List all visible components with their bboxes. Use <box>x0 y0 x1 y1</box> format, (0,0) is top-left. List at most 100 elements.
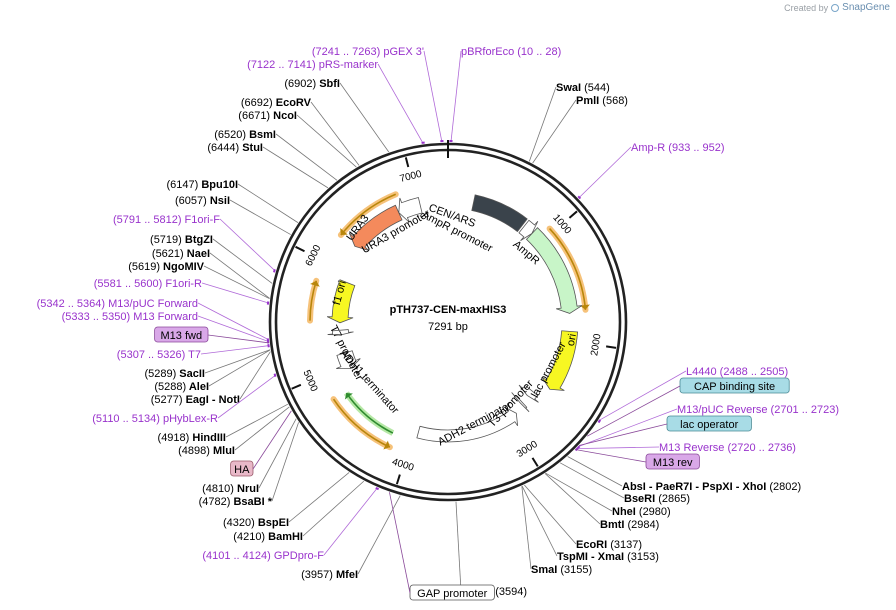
site-label-right: L4440 (2488 .. 2505) <box>686 366 788 378</box>
tick-mark <box>531 457 539 467</box>
tick-mark <box>605 345 617 349</box>
feature-box-right-leader <box>586 385 681 437</box>
site-label-left-part: BtgZI <box>182 234 213 246</box>
site-label-left: (5288) AleI <box>154 381 209 393</box>
site-label-left: (5719) BtgZI <box>150 234 213 246</box>
site-label-left-part: F1ori-F <box>182 214 221 226</box>
site-label-right-leader <box>578 146 632 199</box>
site-label-left: (6147) Bpu10I <box>166 179 238 191</box>
feature-ampr-promoter <box>518 219 539 241</box>
feature-t3-promoter <box>511 392 530 413</box>
site-label-left: (4320) BspEI <box>223 517 289 529</box>
site-label-left-part: BsaBI * <box>230 496 272 508</box>
site-label-left-part: pHybLex-R <box>160 413 218 425</box>
site-label-left-part: (5288) <box>154 381 186 393</box>
site-label-left-part: (5333 .. 5350) <box>62 311 131 323</box>
site-label-left-part: (5110 .. 5134) <box>92 413 160 425</box>
site-label-left: (4898) MluI <box>178 445 235 457</box>
site-label-left-part: (4918) <box>158 432 190 444</box>
orf-arrowhead <box>383 440 390 450</box>
site-label-left-leader <box>258 418 297 489</box>
site-label-left-part: (4810) <box>202 483 234 495</box>
site-label-left-part: pRS-marker <box>316 59 379 71</box>
site-label-right-leader <box>577 408 678 448</box>
site-label-top-part: (10 .. 28) <box>514 46 561 58</box>
primer-mark <box>577 195 582 200</box>
site-label-right-part: (544) <box>581 82 610 94</box>
site-label-right-part: (2720 .. 2736) <box>724 442 796 454</box>
feature-box-left-box <box>154 326 209 343</box>
site-label-left: (5621) NaeI <box>152 248 210 260</box>
site-label-left: (5581 .. 5600) F1ori-R <box>94 278 202 290</box>
site-label-left-leader <box>219 218 276 272</box>
site-label-right-leader <box>524 484 577 545</box>
site-label-right-part: SmaI <box>531 564 557 576</box>
plasmid-name: pTH737-CEN-maxHIS3 <box>390 304 507 316</box>
site-label-left-part: NaeI <box>184 248 210 260</box>
site-label-left-part: (5791 .. 5812) <box>113 214 182 226</box>
feature-ori <box>541 330 579 391</box>
translation-arc <box>345 392 394 434</box>
site-label-left-part: EagI <box>183 394 209 406</box>
site-label-left-part: (4320) <box>223 517 255 529</box>
site-label-right-part: XmaI <box>595 551 624 563</box>
site-label-right-leader <box>598 370 687 422</box>
site-label-left-part: (3957) <box>301 569 333 581</box>
site-label-left-leader <box>203 265 270 300</box>
site-label-right-part: (3137) <box>607 539 642 551</box>
site-label-left-leader <box>310 101 360 166</box>
tick-mark <box>568 210 578 219</box>
site-label-right-part: Amp-R <box>631 142 665 154</box>
site-label-left: (5307 .. 5326) T7 <box>117 349 201 361</box>
site-label-left-part: (5619) <box>128 261 160 273</box>
site-label-left-leader <box>197 302 270 341</box>
feature-box-right-text: CAP binding site <box>694 381 775 393</box>
site-label-left-part: (5621) <box>152 248 184 260</box>
feature-box-left: GAP promoter <box>409 584 495 601</box>
orf-arc <box>548 228 587 310</box>
site-label-right: SwaI (544) <box>556 82 610 94</box>
site-label-left-part: (6147) <box>166 179 198 191</box>
tick-mark <box>291 383 302 390</box>
site-label-right-part: (2701 .. 2723) <box>767 404 839 416</box>
site-label-left: (4101 .. 4124) GPDpro-F <box>202 550 324 562</box>
site-label-left-part: (7122 .. 7141) <box>247 59 316 71</box>
site-label-left-part: NgoMIV <box>160 261 205 273</box>
site-label-left-part: (6520) <box>214 129 246 141</box>
site-label-right-leader <box>559 462 625 499</box>
site-label-left-part: MfeI <box>333 569 358 581</box>
primer-mark <box>272 269 276 273</box>
site-label-left-leader <box>200 345 270 355</box>
site-label-left-part: NcoI <box>270 110 297 122</box>
site-label-left-part: (4210) <box>233 531 265 543</box>
site-label-right-part: (2802) <box>766 481 801 493</box>
site-label-left: (7122 .. 7141) pRS-marker <box>247 59 378 71</box>
site-label-top: pBRforEco (10 .. 28) <box>461 46 561 58</box>
site-label-left-part: NotI <box>216 394 240 406</box>
site-label-left: (4782) BsaBI * <box>199 496 273 508</box>
site-label-left-part: (5289) <box>144 368 176 380</box>
site-label-left-part: (7241 .. 7263) <box>312 46 381 58</box>
site-label-left-part: (5581 .. 5600) <box>94 278 163 290</box>
site-label-left-leader <box>229 199 291 235</box>
site-label-left-part: (4101 .. 4124) <box>202 550 271 562</box>
feature-label: ori <box>565 333 579 347</box>
site-label-right: BmtI (2984) <box>600 519 659 531</box>
feature-adh1-terminator <box>336 350 361 370</box>
site-label-left-part: StuI <box>239 142 263 154</box>
site-label-left: (5619) NgoMIV <box>128 261 204 273</box>
site-label-left-part: M13/pUC Forward <box>105 298 198 310</box>
site-label-left-leader <box>275 133 338 181</box>
orf-arc <box>340 193 397 236</box>
site-label-right-part: (933 .. 952) <box>665 142 724 154</box>
site-label-left-leader <box>377 63 424 144</box>
tick-label: 6000 <box>304 243 324 268</box>
primer-mark <box>597 419 602 424</box>
site-label-left: (6057) NsiI <box>175 195 230 207</box>
site-label-right-part: NheI <box>612 506 636 518</box>
site-label-right-leader <box>521 486 532 570</box>
site-label-left-part: BspEI <box>255 517 289 529</box>
feature-adh2-terminator <box>416 407 519 443</box>
site-label-right-part: (2984) <box>624 519 659 531</box>
site-label-left-leader <box>357 495 401 575</box>
